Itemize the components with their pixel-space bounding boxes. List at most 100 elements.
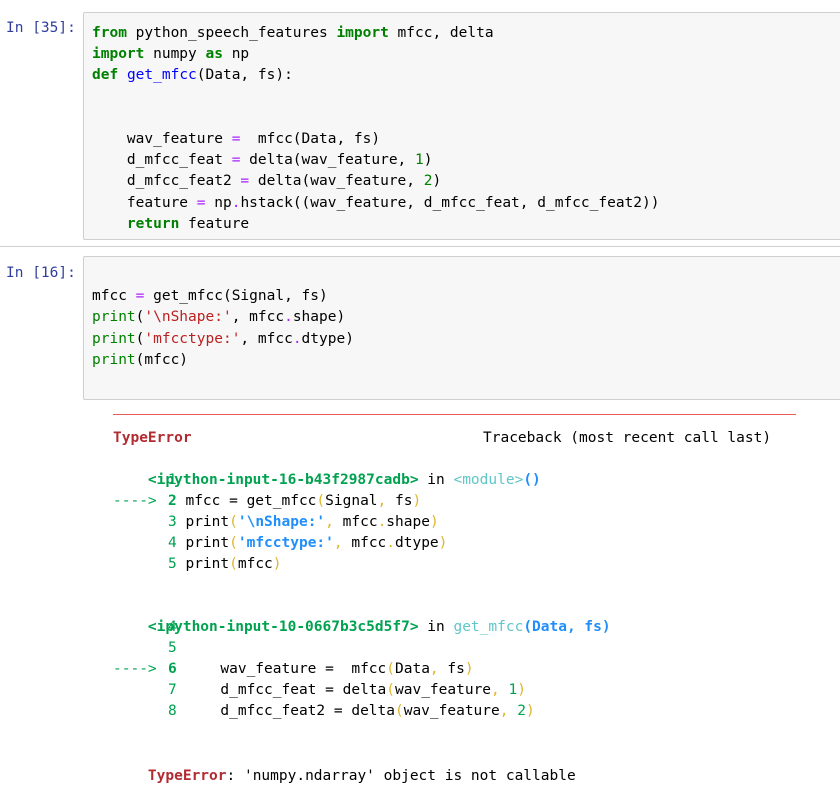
line-number: 5: [168, 556, 186, 572]
code-token: python_speech_features: [126, 25, 337, 41]
code-token: import: [336, 25, 389, 41]
code-text[interactable]: mfcc = get_mfcc(Signal, fs)print('\nShap…: [92, 265, 835, 371]
frame-in: in: [418, 619, 454, 635]
traceback-line: 4: [113, 617, 185, 638]
code-token: (: [386, 661, 395, 677]
code-cell-1[interactable]: In [35]: from python_speech_features imp…: [0, 0, 840, 246]
code-token: ): [412, 493, 422, 509]
code-token: ): [432, 173, 442, 190]
code-token: =: [231, 152, 241, 169]
code-token: =: [240, 173, 250, 190]
code-cell-2[interactable]: In [16]: mfcc = get_mfcc(Signal, fs)prin…: [0, 246, 840, 781]
code-token: .: [292, 330, 302, 347]
code-line: print('\nShape:', mfcc.shape): [92, 307, 835, 328]
frame-in: in: [418, 472, 454, 488]
line-number: 2: [168, 493, 186, 509]
code-token: 2: [517, 703, 526, 719]
code-token: (: [229, 556, 238, 572]
code-editor[interactable]: mfcc = get_mfcc(Signal, fs)print('\nShap…: [83, 256, 840, 400]
code-token: ,: [491, 682, 500, 698]
traceback-arrow: [113, 554, 168, 575]
code-line: wav_feature = mfcc(Data, fs): [92, 129, 835, 150]
code-token: =: [135, 288, 145, 305]
code-token: (: [135, 330, 145, 347]
code-line: [92, 108, 835, 129]
code-token: dtype): [301, 330, 354, 347]
code-token: =: [231, 130, 241, 147]
code-token: feature: [92, 194, 197, 211]
traceback-arrow: [113, 470, 168, 491]
line-number: 1: [168, 472, 186, 488]
code-token: mfcc = get_mfcc: [185, 493, 317, 509]
traceback-line: 4 print('mfcctype:', mfcc.dtype): [113, 533, 447, 554]
code-token: (: [394, 703, 404, 719]
traceback-line: ----> 2 mfcc = get_mfcc(Signal, fs): [113, 491, 421, 512]
code-token: mfcc, delta: [388, 25, 494, 41]
final-error-name: TypeError: [147, 768, 227, 784]
code-token: ): [429, 514, 439, 530]
cell-divider: [0, 246, 840, 247]
code-token: (: [229, 514, 238, 530]
traceback-line: 5 print(mfcc): [113, 554, 282, 575]
code-token: shape: [386, 514, 430, 530]
code-token: def: [92, 67, 119, 84]
final-error-line: TypeError: 'numpy.ndarray' object is not…: [113, 745, 576, 784]
code-token: [118, 67, 127, 83]
frame-args: (): [523, 472, 541, 488]
code-token: mfcc: [237, 556, 273, 572]
code-token: print: [185, 514, 230, 530]
line-number: 5: [168, 640, 186, 656]
code-line: mfcc = get_mfcc(Signal, fs): [92, 286, 835, 307]
frame-file: <ipython-input-16-b43f2987cadb>: [147, 472, 419, 488]
code-token: fs: [386, 493, 413, 509]
code-line: [92, 265, 835, 286]
code-token: (: [316, 493, 326, 509]
code-token: '\nShape:': [144, 309, 232, 326]
traceback-arrow: ---->: [113, 661, 166, 677]
code-token: feature: [179, 215, 250, 232]
code-line: print(mfcc): [92, 350, 835, 371]
code-token: (mfcc): [135, 351, 189, 368]
traceback-line: 5: [113, 638, 185, 659]
code-token: .: [386, 535, 396, 551]
traceback-arrow: [113, 680, 168, 701]
code-line: from python_speech_features import mfcc,…: [92, 23, 835, 44]
frame-file: <ipython-input-10-0667b3c5d5f7>: [147, 619, 419, 635]
frame-scope: <module>: [453, 472, 524, 488]
code-token: mfcc: [92, 288, 136, 305]
code-token: 1: [415, 152, 424, 169]
code-token: ,: [429, 661, 439, 677]
code-editor[interactable]: from python_speech_features import mfcc,…: [83, 12, 840, 240]
code-line: def get_mfcc(Data, fs):: [92, 65, 835, 86]
code-token: return: [126, 215, 180, 232]
code-token: [500, 682, 509, 698]
code-token: d_mfcc_feat2 = delta: [185, 703, 395, 719]
code-token: wav_feature = mfcc: [185, 661, 387, 677]
code-token: ): [517, 682, 526, 698]
code-token: numpy: [144, 46, 206, 63]
code-token: (: [386, 682, 395, 698]
code-token: import: [92, 46, 145, 63]
frame-header-1: <ipython-input-16-b43f2987cadb> in <modu…: [113, 449, 541, 488]
code-token: np: [205, 194, 232, 211]
code-token: ): [423, 152, 433, 169]
code-token: delta(wav_feature,: [240, 152, 416, 169]
code-token: fs: [438, 661, 465, 677]
code-token: wav_feature: [395, 682, 492, 698]
code-text[interactable]: from python_speech_features import mfcc,…: [92, 23, 835, 235]
code-token: print: [92, 309, 136, 326]
error-name: TypeError: [113, 430, 192, 446]
code-token: ): [464, 661, 474, 677]
traceback-line: 3 print('\nShape:', mfcc.shape): [113, 512, 439, 533]
frame-header-2: <ipython-input-10-0667b3c5d5f7> in get_m…: [113, 596, 611, 635]
traceback-arrow: [113, 638, 168, 659]
traceback-line: 8 d_mfcc_feat2 = delta(wav_feature, 2): [113, 701, 535, 722]
code-token: .: [377, 514, 387, 530]
code-token: =: [196, 194, 206, 211]
code-token: mfcc: [333, 514, 378, 530]
code-token: , mfcc: [231, 309, 285, 326]
code-token: Signal: [325, 493, 378, 509]
code-token: (Data, fs):: [196, 67, 293, 84]
code-token: hstack((wav_feature, d_mfcc_feat, d_mfcc…: [240, 194, 660, 211]
code-token: d_mfcc_feat2: [92, 173, 241, 190]
